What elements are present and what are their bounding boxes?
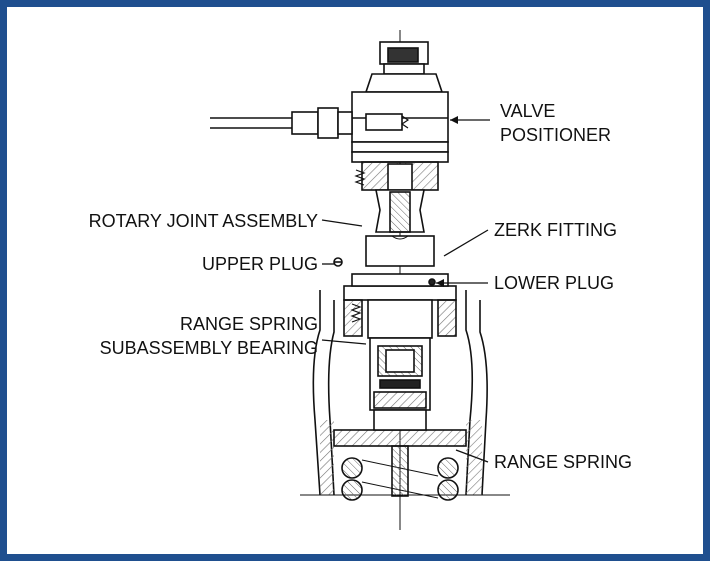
label-valve-line2: POSITIONER	[500, 125, 611, 145]
leader-bearing	[321, 339, 367, 345]
positioner-tubing	[210, 107, 410, 139]
label-zerk-fitting: ZERK FITTING	[494, 220, 617, 240]
label-range-spring-line1: RANGE SPRING	[180, 314, 318, 334]
label-rotary-joint-assembly: ROTARY JOINT ASSEMBLY	[89, 211, 318, 231]
label-range-spring-line2: SUBASSEMBLY BEARING	[100, 338, 318, 358]
leader-lines	[321, 116, 490, 463]
range-spring-coils	[341, 445, 459, 501]
rotary-joint-body	[365, 189, 435, 267]
upper-plug-part	[333, 257, 343, 267]
positioner-knob	[353, 41, 447, 106]
valve-positioner-body	[351, 91, 449, 191]
labels: VALVE POSITIONER ROTARY JOINT ASSEMBLY Z…	[89, 101, 632, 472]
label-upper-plug: UPPER PLUG	[202, 254, 318, 274]
yoke-casing	[300, 290, 510, 496]
label-range-spring: RANGE SPRING	[494, 452, 632, 472]
label-valve-line1: VALVE	[500, 101, 555, 121]
label-lower-plug: LOWER PLUG	[494, 273, 614, 293]
flange-plate	[343, 273, 457, 337]
leader-zerk-fitting	[443, 229, 489, 257]
leader-range-spring	[455, 449, 489, 463]
spring-plate	[333, 409, 467, 447]
bearing-housing	[367, 299, 433, 411]
leader-rotary-joint	[321, 219, 363, 227]
